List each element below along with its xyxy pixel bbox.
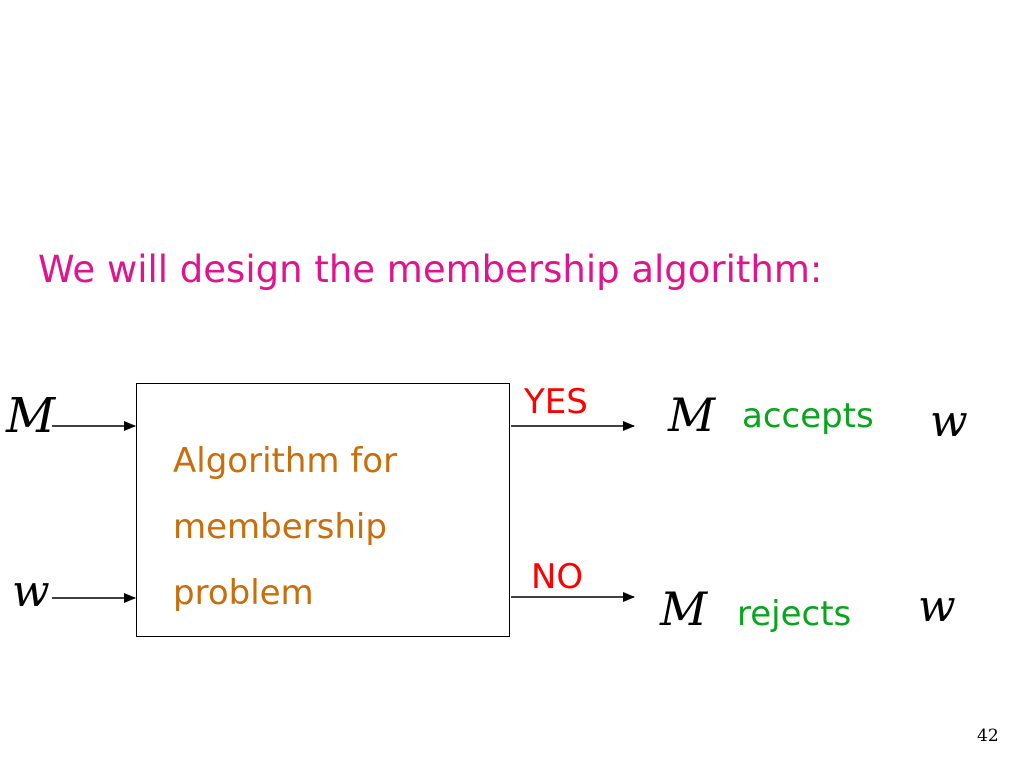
yes-label: YES	[524, 382, 588, 422]
page-number: 42	[977, 726, 999, 746]
no-verb: rejects	[737, 594, 852, 634]
no-machine-symbol: M	[660, 582, 708, 636]
algorithm-box-line: problem	[173, 573, 314, 613]
algorithm-box-text: Algorithm for membership problem	[173, 428, 397, 626]
input-machine-symbol: M	[6, 388, 56, 444]
yes-string-symbol: w	[930, 396, 968, 447]
input-string-symbol: w	[12, 566, 50, 617]
no-label: NO	[531, 557, 584, 597]
algorithm-box-line: membership	[173, 507, 387, 547]
yes-machine-symbol: M	[668, 388, 716, 442]
yes-verb: accepts	[742, 396, 874, 436]
algorithm-box-line: Algorithm for	[173, 441, 398, 481]
slide-heading: We will design the membership algorithm:	[38, 248, 823, 291]
algorithm-box: Algorithm for membership problem	[136, 383, 510, 637]
no-string-symbol: w	[918, 581, 956, 632]
